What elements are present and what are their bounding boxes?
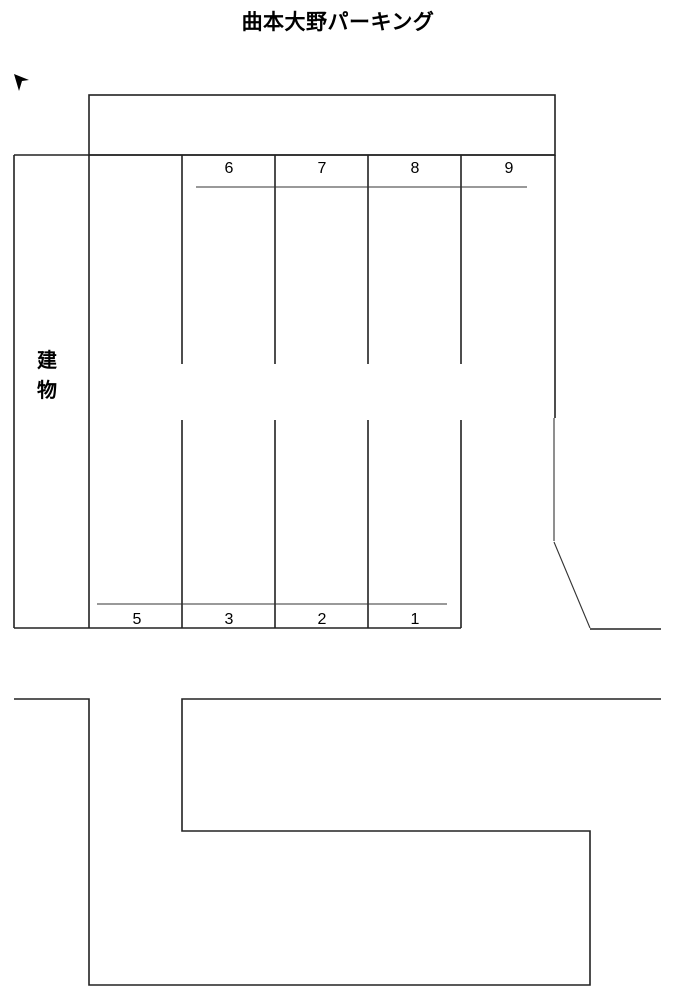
arrow-pointer-icon xyxy=(14,74,29,91)
stall-number-2: 2 xyxy=(318,611,327,628)
stall-dividers-bottom xyxy=(181,420,369,628)
stall-number-6: 6 xyxy=(225,160,234,177)
stall-number-9: 9 xyxy=(505,160,514,177)
stall-number-1: 1 xyxy=(411,611,420,628)
stall-number-3: 3 xyxy=(225,611,234,628)
building-label: 建 物 xyxy=(37,348,57,402)
stall-dividers-top xyxy=(181,155,462,364)
page-title: 曲本大野パーキング xyxy=(241,10,435,34)
stall-number-7: 7 xyxy=(318,160,327,177)
top-area xyxy=(88,94,556,156)
stall-number-8: 8 xyxy=(411,160,420,177)
lower-road-left xyxy=(14,698,661,986)
stall-number-5: 5 xyxy=(133,611,142,628)
